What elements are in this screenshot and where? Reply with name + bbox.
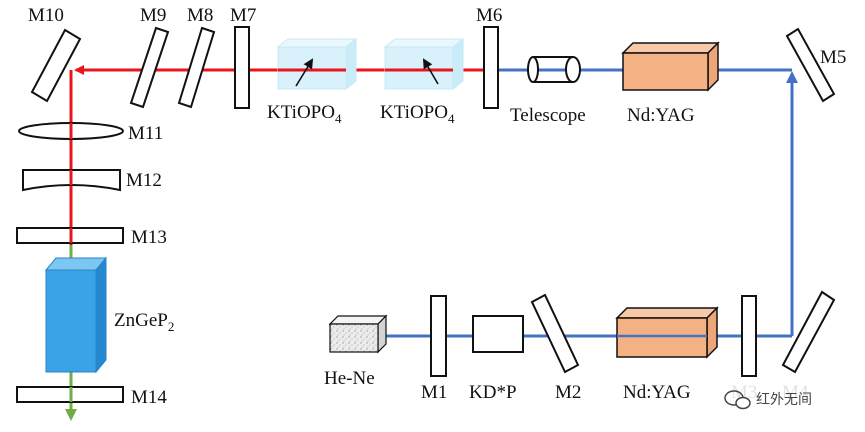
label-kdp: KD*P xyxy=(469,382,517,403)
label-m10: M10 xyxy=(28,5,64,26)
label-m6: M6 xyxy=(476,5,502,26)
mirror-m2: M2 xyxy=(530,293,581,403)
label-m12: M12 xyxy=(126,170,162,191)
ndyag-top: Nd:YAG xyxy=(621,41,720,126)
ktp-2-rotation-arrow xyxy=(422,58,439,85)
ktp-crystal-1: KTiOPO4 xyxy=(267,37,358,126)
label-hene: He-Ne xyxy=(324,368,375,389)
mirror-m8: M8 xyxy=(177,5,216,109)
mirror-m6: M6 xyxy=(476,5,502,109)
label-m13: M13 xyxy=(131,227,167,248)
label-telescope: Telescope xyxy=(510,105,586,126)
lens-m12: M12 xyxy=(22,169,162,192)
mirror-m10: M10 xyxy=(28,5,82,103)
watermark: 红外无间 xyxy=(716,382,840,412)
watermark-text: 红外无间 xyxy=(756,392,812,408)
mirror-m13: M13 xyxy=(16,227,167,248)
mirror-m5: M5 xyxy=(785,27,846,103)
label-m5: M5 xyxy=(820,47,846,68)
ktp-crystal-2: KTiOPO4 xyxy=(380,37,465,126)
kdp-cell: KD*P xyxy=(469,315,524,403)
mirror-m7: M7 xyxy=(230,5,256,109)
label-m7: M7 xyxy=(230,5,256,26)
label-m11: M11 xyxy=(128,123,163,144)
mirror-m9: M9 xyxy=(129,5,170,109)
label-znge: ZnGeP2 xyxy=(114,310,174,334)
wechat-icon xyxy=(724,390,751,410)
mirror-m14: M14 xyxy=(16,386,167,408)
label-m8: M8 xyxy=(187,5,213,26)
label-ktp-1: KTiOPO4 xyxy=(267,102,342,126)
label-ktp-2: KTiOPO4 xyxy=(380,102,455,126)
ndyag-bottom: Nd:YAG xyxy=(615,306,719,403)
label-ndyag-bottom: Nd:YAG xyxy=(623,382,691,403)
znge-crystal: ZnGeP2 xyxy=(44,256,174,374)
hene-laser: He-Ne xyxy=(324,314,388,389)
label-m14: M14 xyxy=(131,387,167,408)
label-m1: M1 xyxy=(421,382,447,403)
ktp-1-rotation-arrow xyxy=(295,58,314,87)
label-ndyag-top: Nd:YAG xyxy=(627,105,695,126)
mirror-m1: M1 xyxy=(421,295,447,403)
telescope: Telescope xyxy=(510,56,586,126)
label-m2: M2 xyxy=(555,382,581,403)
lens-m11: M11 xyxy=(18,122,163,144)
label-m9: M9 xyxy=(140,5,166,26)
